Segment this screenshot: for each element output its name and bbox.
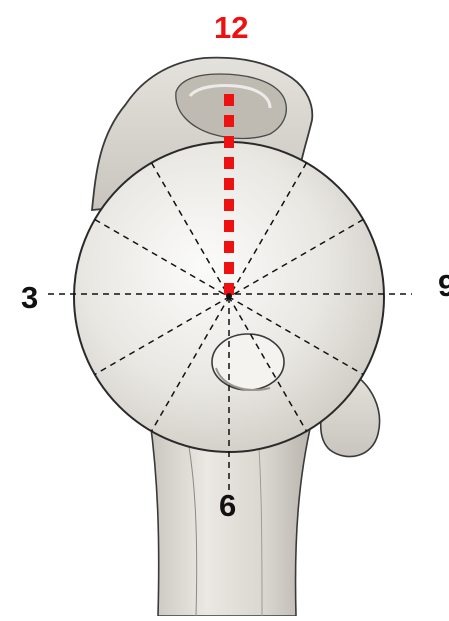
- label-3: 3: [21, 282, 38, 313]
- label-9: 9: [438, 270, 449, 301]
- label-12: 12: [214, 12, 248, 43]
- label-6: 6: [219, 490, 236, 521]
- bare-area: [212, 334, 284, 390]
- center-point: [226, 293, 232, 299]
